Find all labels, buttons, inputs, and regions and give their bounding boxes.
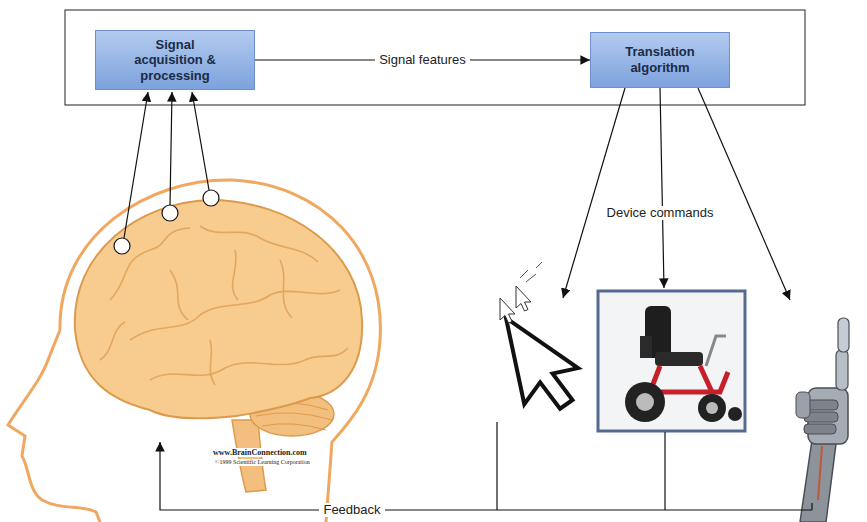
command-arrow bbox=[563, 88, 625, 298]
brain-gyri bbox=[100, 226, 348, 385]
joystick bbox=[706, 336, 726, 366]
feedback-line bbox=[160, 442, 812, 510]
electrodes bbox=[114, 92, 219, 254]
electrode bbox=[203, 190, 219, 206]
seat bbox=[655, 352, 703, 366]
device-command-arrows bbox=[563, 88, 790, 300]
motion-lines bbox=[520, 262, 542, 282]
feedback-line bbox=[811, 503, 812, 510]
head-illustration bbox=[8, 180, 380, 522]
finger bbox=[836, 350, 848, 390]
bus-label: Device commands bbox=[603, 206, 718, 221]
curled-finger bbox=[804, 424, 836, 434]
brain-cortex bbox=[75, 200, 362, 418]
edge-label: Signal features bbox=[375, 53, 470, 68]
armrest bbox=[640, 336, 652, 358]
cursor-ghost bbox=[516, 286, 531, 311]
caster bbox=[728, 407, 742, 421]
command-arrow bbox=[660, 88, 664, 288]
head-outline bbox=[8, 180, 380, 522]
feedback-line bbox=[664, 432, 665, 510]
cursor-ghost bbox=[500, 298, 515, 323]
wheelchair-picture bbox=[598, 291, 745, 431]
photo-frame bbox=[598, 291, 745, 431]
wire bbox=[818, 446, 822, 500]
watermark: www.BrainConnection.com bbox=[213, 448, 307, 457]
process-box: Signal acquisition & processing bbox=[95, 30, 255, 91]
process-box: Translation algorithm bbox=[590, 32, 730, 88]
cursor-icon bbox=[500, 262, 585, 416]
electrode-lead bbox=[124, 92, 148, 238]
cursor-arrow bbox=[506, 306, 585, 416]
robotic-hand bbox=[796, 318, 849, 522]
command-arrow bbox=[698, 88, 790, 300]
system-frame bbox=[65, 10, 805, 105]
thumb bbox=[796, 392, 810, 418]
box-text: Translation algorithm bbox=[605, 44, 715, 75]
electrode-lead bbox=[170, 92, 172, 205]
feedback-label: Feedback bbox=[319, 503, 384, 518]
feedback-loop bbox=[160, 422, 812, 510]
electrode bbox=[114, 238, 130, 254]
electrode-lead bbox=[192, 92, 209, 190]
feedback-line bbox=[496, 422, 497, 510]
box-text: Signal acquisition & processing bbox=[120, 37, 230, 84]
copyright-note: ©1999 Scientific Learning Corporation bbox=[215, 459, 310, 466]
wheel bbox=[625, 382, 665, 422]
finger-tip bbox=[838, 318, 849, 352]
wheel-hub bbox=[706, 402, 718, 414]
wheel-hub bbox=[636, 393, 654, 411]
electrode bbox=[162, 205, 178, 221]
wheel bbox=[698, 394, 726, 422]
